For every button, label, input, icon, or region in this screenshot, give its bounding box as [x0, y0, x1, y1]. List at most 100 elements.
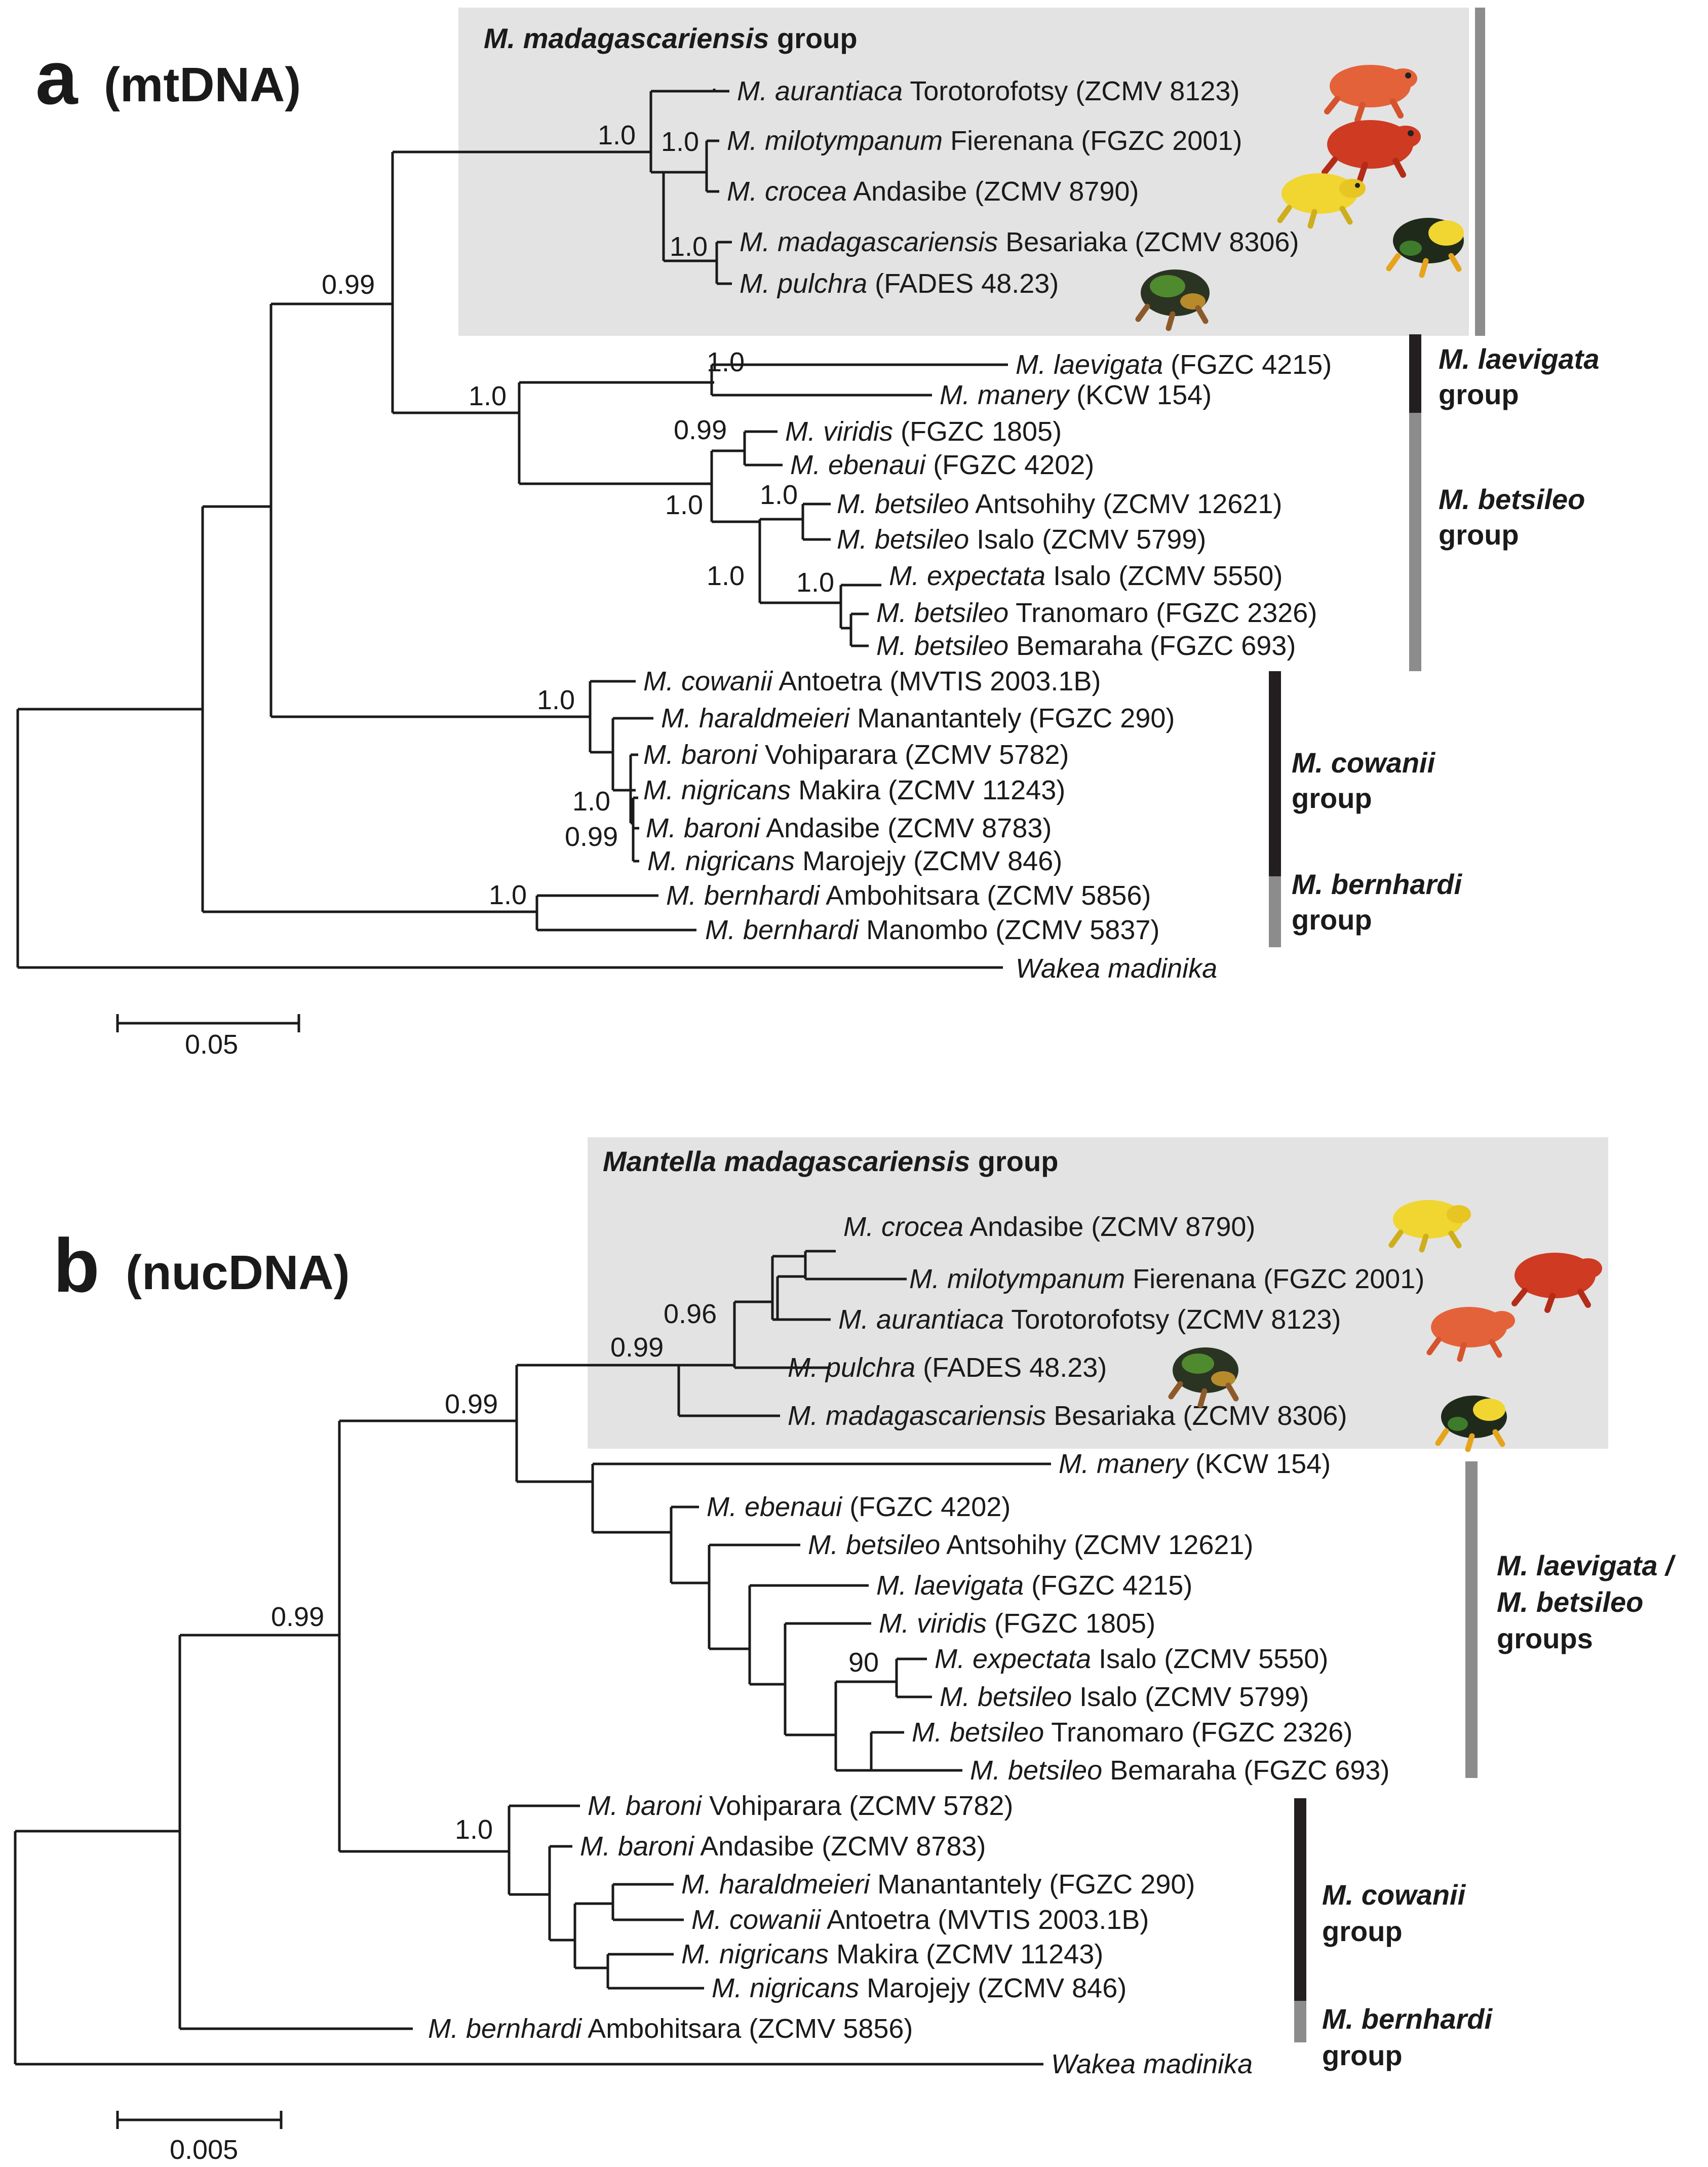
tip-label: M. nigricans Makira (ZCMV 11243) [681, 1939, 1103, 1969]
panel-b-group-bars [1294, 1461, 1478, 2042]
support-value: 0.99 [610, 1332, 664, 1363]
frog-madagascariensis-photo [1386, 218, 1464, 278]
tip-label: M. crocea Andasibe (ZCMV 8790) [727, 176, 1139, 207]
tip-label: Wakea madinika [1051, 2049, 1253, 2079]
tip-label: M. cowanii Antoetra (MVTIS 2003.1B) [643, 666, 1101, 696]
panel-a-subtitle: (mtDNA) [104, 58, 301, 112]
tip-label: M. manery (KCW 154) [1059, 1449, 1331, 1479]
tip-label: M. crocea Andasibe (ZCMV 8790) [843, 1212, 1255, 1242]
frog-aurantiaca-photo [1324, 65, 1417, 123]
support-value: 1.0 [661, 127, 699, 157]
panel-a: M. madagascariensis group a (mtDNA) [16, 8, 1599, 1060]
tip-label: M. betsileo Isalo (ZCMV 5799) [837, 524, 1206, 555]
support-value: 1.0 [469, 381, 507, 411]
tip-label: M. pulchra (FADES 48.23) [788, 1352, 1107, 1383]
tip-label: M. betsileo Bemaraha (FGZC 693) [876, 631, 1296, 661]
tip-label: M. betsileo Tranomaro (FGZC 2326) [912, 1717, 1352, 1748]
tip-label: M. haraldmeieri Manantantely (FGZC 290) [661, 703, 1175, 733]
panel-b-frog-photos [1168, 1200, 1602, 1452]
panel-a-frog-photos [1135, 65, 1464, 331]
support-value: 1.0 [537, 685, 575, 715]
support-value: 0.99 [271, 1602, 324, 1632]
tip-label: M. laevigata (FGZC 4215) [1016, 350, 1332, 380]
tip-label: M. betsileo Tranomaro (FGZC 2326) [876, 598, 1317, 628]
cowanii-group-bar-b [1294, 1798, 1306, 2001]
tip-label: M. viridis (FGZC 1805) [785, 416, 1062, 447]
tip-label: M. expectata Isalo (ZCMV 5550) [935, 1644, 1328, 1674]
tip-label: M. baroni Andasibe (ZCMV 8783) [580, 1831, 986, 1862]
support-value: 1.0 [572, 786, 610, 817]
tip-label: M. nigricans Marojejy (ZCMV 846) [712, 1973, 1127, 2003]
tip-label: M. haraldmeieri Manantantely (FGZC 290) [681, 1869, 1195, 1900]
laevigata-betsileo-group-bar [1465, 1461, 1478, 1778]
support-value: 90 [848, 1647, 879, 1678]
laevigata-group-bar [1409, 334, 1421, 413]
support-value: 0.99 [322, 269, 375, 300]
support-value: 0.99 [565, 822, 618, 852]
tip-label: M. baroni Vohiparara (ZCMV 5782) [643, 740, 1069, 770]
support-value: 1.0 [796, 567, 834, 598]
support-value: 1.0 [455, 1814, 493, 1845]
panel-b-tip-labels: M. crocea Andasibe (ZCMV 8790) M. miloty… [428, 1212, 1424, 2079]
frog-milotympanum-photo-b [1511, 1253, 1602, 1313]
tip-label: M. betsileo Isalo (ZCMV 5799) [940, 1682, 1309, 1712]
tip-label: M. betsileo Bemaraha (FGZC 693) [970, 1755, 1389, 1786]
frog-madagascariensis-photo-b [1435, 1396, 1507, 1452]
tip-label: M. viridis (FGZC 1805) [879, 1608, 1155, 1639]
panel-a-box-title: M. madagascariensis group [484, 22, 858, 54]
tip-label: M. milotympanum Fierenana (FGZC 2001) [727, 126, 1242, 156]
support-value: 0.99 [445, 1389, 498, 1419]
panel-b-branches [14, 1250, 1051, 2066]
tip-label: M. madagascariensis Besariaka (ZCMV 8306… [740, 227, 1299, 257]
tip-label: M. betsileo Antsohihy (ZCMV 12621) [837, 489, 1282, 519]
tip-label: M. bernhardi Ambohitsara (ZCMV 5856) [666, 880, 1151, 911]
betsileo-group-bar [1409, 413, 1421, 671]
tip-label: M. laevigata (FGZC 4215) [876, 1570, 1192, 1601]
frog-pulchra-photo-b [1168, 1347, 1239, 1408]
frog-aurantiaca-photo-b [1426, 1307, 1515, 1362]
tip-label: M. nigricans Makira (ZCMV 11243) [643, 775, 1065, 805]
frog-milotympanum-photo [1322, 120, 1421, 183]
tip-label: M. baroni Andasibe (ZCMV 8783) [646, 813, 1052, 843]
cowanii-group-bar [1269, 671, 1281, 876]
tip-label: M. milotympanum Fierenana (FGZC 2001) [909, 1264, 1424, 1294]
support-value: 1.0 [598, 120, 636, 150]
panel-b-scale-bar: 0.005 [116, 2111, 283, 2165]
panel-b-letter: b [53, 1223, 100, 1308]
panel-a-highlight-box [458, 8, 1469, 336]
scale-label: 0.005 [170, 2135, 238, 2165]
panel-a-tip-labels: M. aurantiaca Torotorofotsy (ZCMV 8123) … [643, 76, 1332, 984]
support-value: 1.0 [707, 347, 745, 377]
frog-crocea-photo [1277, 173, 1366, 229]
panel-a-scale-bar: 0.05 [116, 1014, 300, 1060]
tip-label: M. ebenaui (FGZC 4202) [707, 1492, 1011, 1522]
support-value: 1.0 [665, 490, 703, 520]
tip-label: M. cowanii Antoetra (MVTIS 2003.1B) [691, 1905, 1149, 1935]
bernhardi-group-bar [1269, 876, 1281, 947]
tip-label: M. aurantiaca Torotorofotsy (ZCMV 8123) [737, 76, 1239, 106]
scale-label: 0.05 [185, 1029, 238, 1060]
tip-label: M. bernhardi Ambohitsara (ZCMV 5856) [428, 2014, 913, 2044]
support-value: 1.0 [760, 480, 798, 510]
panel-b: Mantella madagascariensis group b (nucDN… [14, 1137, 1676, 2165]
support-value: 1.0 [489, 880, 527, 910]
panel-b-subtitle: (nucDNA) [126, 1246, 350, 1300]
panel-a-group-bars [1269, 8, 1485, 947]
tip-label: M. pulchra (FADES 48.23) [740, 268, 1059, 299]
panel-b-support-values: 0.96 0.99 0.99 0.99 90 1.0 [271, 1299, 879, 1845]
tip-label: M. baroni Vohiparara (ZCMV 5782) [588, 1791, 1013, 1821]
support-value: 1.0 [670, 231, 708, 262]
panel-b-highlight-box [588, 1137, 1608, 1449]
panel-a-branches [16, 89, 1008, 969]
tip-label: Wakea madinika [1016, 953, 1217, 984]
